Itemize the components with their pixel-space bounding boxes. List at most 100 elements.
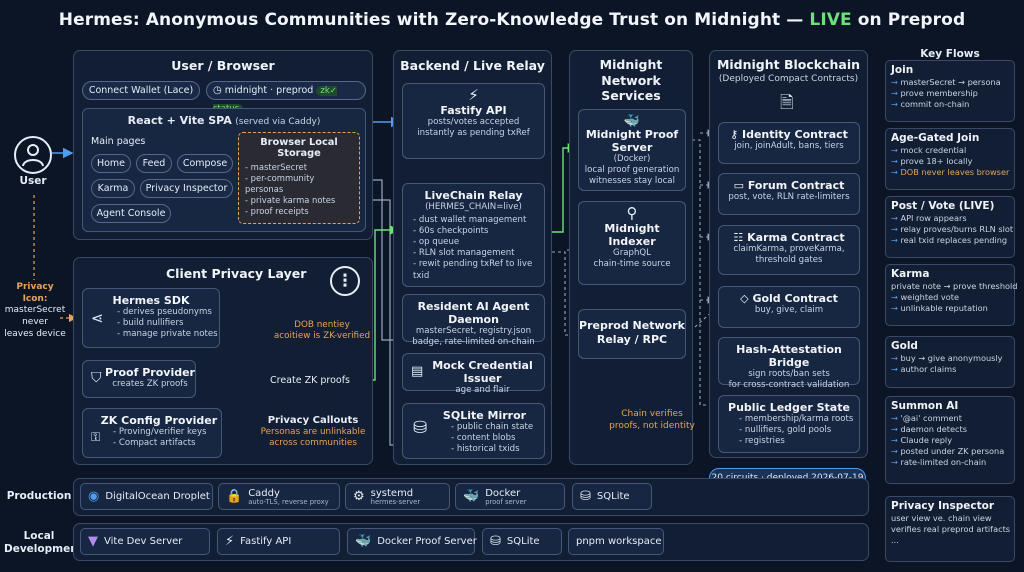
blockchain-panel-title: Midnight Blockchain: [716, 57, 861, 72]
fastify-logo-icon: ⚡: [225, 534, 235, 549]
tool-sqlite-local: ⛁SQLite: [482, 528, 562, 555]
hash-bridge-card: Hash-Attestation Bridge sign roots/ban s…: [718, 337, 860, 390]
key-flows-title: Key Flows: [920, 48, 980, 60]
network-panel: Midnight Network Services 🐳 Midnight Pro…: [569, 50, 695, 465]
spa-title: React + Vite SPA (served via Caddy): [127, 114, 321, 127]
sqlite-list: - public chain state - content blobs - h…: [451, 422, 534, 455]
rpc-card: Preprod Network Relay / RPC: [578, 309, 686, 359]
share-nodes-icon: ⋖: [91, 309, 104, 327]
sqlite-mirror-card: ⛁ SQLite Mirror - public chain state - c…: [402, 403, 545, 459]
title-text: Hermes: Anonymous Communities with Zero-…: [58, 10, 810, 30]
id-card-icon: ▤: [411, 364, 424, 379]
key-lock-icon: ⚿: [91, 430, 101, 444]
backend-panel: Backend / Live Relay ⚡ Fastify API posts…: [393, 50, 552, 465]
clock-icon: ◷: [213, 85, 222, 96]
title-live: LIVE: [809, 10, 852, 30]
privacy-callouts: Privacy Callouts Personas are unlinkable…: [260, 415, 366, 449]
tool-digitalocean: ◉DigitalOcean Droplet: [80, 483, 213, 510]
flow-summon-ai: Summon AI → '@ai' comment → daemon detec…: [885, 396, 1015, 484]
shield-check-icon: ⛉: [91, 370, 102, 386]
flow-join: Join → masterSecret → persona → prove me…: [885, 60, 1015, 122]
create-zk-label: Create ZK proofs: [270, 375, 350, 386]
page-privacy-inspector[interactable]: Privacy Inspector: [140, 179, 233, 198]
agent-daemon-card: Resident AI Agent Daemon masterSecret, r…: [402, 294, 545, 347]
flow-age-gated: Age-Gated Join → mock credential → prove…: [885, 128, 1015, 190]
tool-fastify: ⚡Fastify API: [217, 528, 340, 555]
user-avatar-icon: [14, 136, 52, 174]
tool-docker-proof: 🐳Docker Proof Server: [347, 528, 477, 555]
flow-karma: Karma private note → prove threshold → w…: [885, 264, 1018, 326]
production-label: Production: [6, 490, 72, 502]
browser-panel: User / Browser Connect Wallet (Lace) ◷ m…: [73, 50, 373, 240]
page-feed[interactable]: Feed: [136, 154, 172, 173]
gold-contract-card: ◇ Gold Contract buy, give, claim: [718, 286, 860, 328]
key-icon: ⚷: [730, 128, 739, 141]
connect-wallet-button[interactable]: Connect Wallet (Lace): [82, 81, 200, 100]
forum-contract-card: ▭ Forum Contract post, vote, RLN rate-li…: [718, 173, 860, 215]
page-compose[interactable]: Compose: [177, 154, 233, 173]
privacy-icon-note: Privacy Icon: masterSecret never leaves …: [4, 282, 66, 339]
fastify-logo-icon: ⚡: [468, 86, 479, 104]
spa-box: React + Vite SPA (served via Caddy) Main…: [82, 108, 366, 232]
identity-contract-card: ⚷ Identity Contract join, joinAdult, ban…: [718, 122, 860, 164]
database-icon: ⛁: [490, 534, 501, 549]
indexer-card: ⚲ Midnight Indexer GraphQL chain-time so…: [578, 201, 686, 285]
privacy-layer-panel: Client Privacy Layer ⋮ Hermes SDK ⋖ - de…: [73, 257, 373, 465]
flow-gold: Gold → buy → give anonymously → author c…: [885, 336, 1015, 388]
docker-icon: 🐳: [463, 489, 480, 504]
line-network-ledger: [686, 139, 714, 406]
karma-icon: ☷: [733, 231, 744, 244]
tool-vite: ▼Vite Dev Server: [80, 528, 210, 555]
local-storage-title: Browser Local Storage: [260, 137, 338, 159]
gear-icon: ⚙: [353, 489, 365, 504]
blockchain-subtitle: (Deployed Compact Contracts): [718, 74, 859, 84]
page-karma[interactable]: Karma: [91, 179, 135, 198]
relay-list: - dust wallet management - 60s checkpoin…: [413, 214, 533, 281]
docker-icon: 🐳: [623, 114, 641, 129]
livechain-relay-card: LiveChain Relay (HERMES_CHAIN=live) - du…: [402, 183, 545, 287]
line-relay-rpc: [552, 251, 578, 339]
flow-post-vote: Post / Vote (LIVE) → API row appears → r…: [885, 196, 1015, 258]
network-pill: ◷ midnight · preprod zk✓ status: [206, 81, 366, 114]
info-icon: ⋮: [330, 266, 360, 296]
page-agent-console[interactable]: Agent Console: [91, 204, 171, 223]
title-tail: on Preprod: [851, 10, 966, 30]
proof-server-card: 🐳 Midnight Proof Server (Docker) local p…: [578, 109, 686, 191]
ledger-list: - membership/karma roots - nullifiers, g…: [739, 414, 854, 447]
ledger-state-card: Public Ledger State - membership/karma r…: [718, 395, 860, 453]
zkcfg-list: - Proving/verifier keys - Compact artifa…: [113, 427, 207, 449]
lock-icon: 🔒: [226, 489, 243, 504]
network-panel-title: Midnight Network Services: [599, 57, 663, 104]
search-icon: ⚲: [626, 204, 638, 222]
proof-provider-card: ⛉ Proof Provider creates ZK proofs: [82, 360, 196, 398]
page-home[interactable]: Home: [91, 154, 131, 173]
mock-credential-card: ▤ Mock Credential Issuer age and flair: [402, 353, 545, 395]
tool-pnpm: pnpm workspace: [568, 528, 664, 555]
chat-icon: ▭: [733, 179, 745, 192]
contract-doc-icon: 🗎: [780, 93, 794, 113]
main-pages-label: Main pages: [91, 136, 146, 147]
sdk-list: - derives pseudonyms - build nullifiers …: [117, 307, 218, 340]
browser-panel-title: User / Browser: [171, 58, 275, 73]
local-dev-label: Local Development: [4, 530, 83, 555]
zk-config-card: ZK Config Provider ⚿ - Proving/verifier …: [82, 408, 222, 458]
diamond-icon: ◇: [740, 292, 749, 305]
database-icon: ⛁: [413, 418, 428, 438]
user-label: User: [19, 175, 47, 187]
blockchain-panel: Midnight Blockchain (Deployed Compact Co…: [709, 50, 868, 458]
dob-note: DOB nentiey acoitiew is ZK-verified: [273, 320, 371, 342]
fastify-card: ⚡ Fastify API posts/votes accepted insta…: [402, 83, 545, 159]
hermes-sdk-card: Hermes SDK ⋖ - derives pseudonyms - buil…: [82, 288, 220, 348]
database-icon: ⛁: [580, 489, 591, 504]
local-storage-box: Browser Local Storage - masterSecret - p…: [238, 132, 360, 224]
backend-panel-title: Backend / Live Relay: [400, 58, 545, 73]
tool-sqlite: ⛁SQLite: [572, 483, 652, 510]
vite-icon: ▼: [88, 534, 98, 549]
chain-verifies-note: Chain verifies proofs, not identity: [609, 409, 695, 431]
digitalocean-icon: ◉: [88, 489, 100, 504]
karma-contract-card: ☷ Karma Contract claimKarma, proveKarma,…: [718, 225, 860, 275]
docker-icon: 🐳: [355, 534, 372, 549]
